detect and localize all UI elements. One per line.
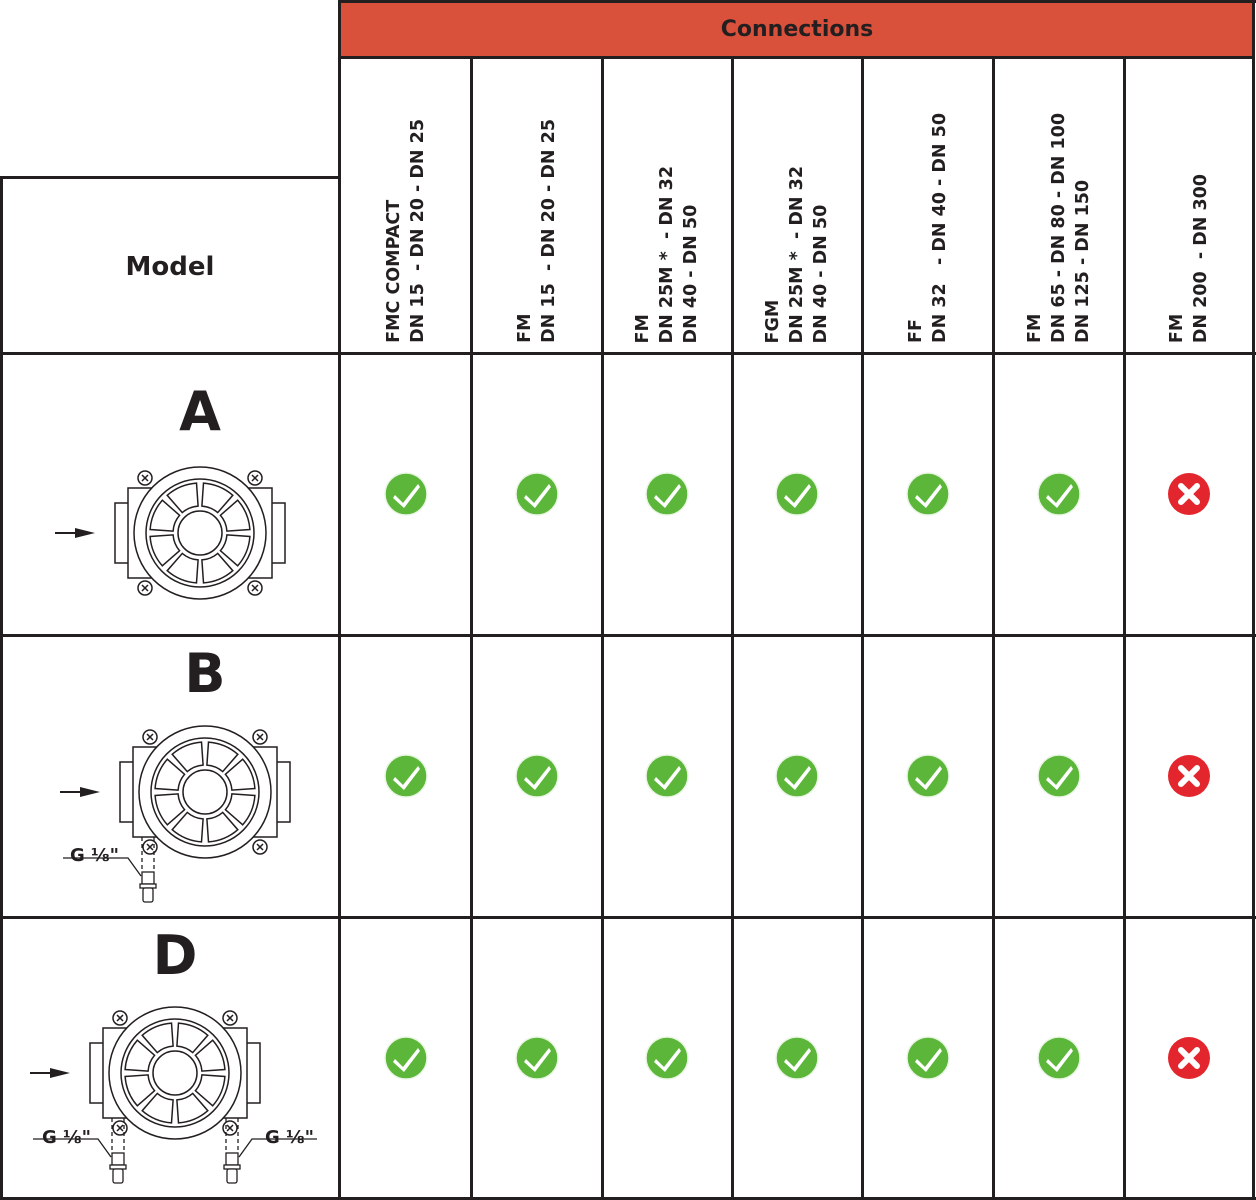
column-header-line: DN 32 - DN 40 - DN 50 [929,113,950,343]
column-header-line: DN 40 - DN 50 [681,204,701,343]
check-circle-icon [645,472,689,516]
column-header-line: DN 125 - DN 150 [1072,179,1093,343]
check-circle-icon [905,1035,950,1080]
check-circle-icon [905,754,950,798]
valve-drawings [30,466,317,1184]
model-letter: A [179,380,221,443]
column-header-line: DN 65 - DN 80 - DN 100 [1048,113,1069,343]
grid-line [470,56,473,1200]
grid-line [0,1197,1256,1200]
grid-line [0,176,3,1200]
check-circle-icon [1036,754,1081,798]
connections-header: Connections [340,2,1254,56]
flow-arrow-icon [55,528,95,538]
check-circle-icon [645,1035,689,1080]
check-circle-icon [383,472,428,516]
model-letter: B [184,642,226,705]
column-header-line: DN 25M * - DN 32 [657,165,677,343]
column-header-line: FM [633,313,653,343]
grid-line [601,56,604,1200]
grid-line [338,0,341,1200]
column-header-line: DN 15 - DN 20 - DN 25 [538,119,559,343]
column-header-line: DN 40 - DN 50 [811,204,831,343]
check-circle-icon [905,472,950,516]
check-circle-icon [775,472,819,516]
grid-line [340,56,1254,59]
grid-line [0,176,340,179]
model-letter: D [152,924,198,987]
fitting-label: G ⅛" [70,845,120,866]
column-header-line: DN 200 - DN 300 [1191,173,1211,343]
column-header-line: FF [905,319,926,343]
x-circle-icon [1167,1036,1211,1080]
valve-icon [114,466,286,600]
fitting-label: G ⅛" [265,1127,315,1148]
column-header-line: FM [514,313,535,343]
column-header-line: FMC COMPACT [383,200,404,343]
check-circle-icon [514,1035,559,1080]
fitting-label: G ⅛" [42,1127,92,1148]
column-header-line: FM [1024,313,1045,343]
grid-line [992,56,995,1200]
flow-arrow-icon [30,1068,70,1078]
check-circle-icon [775,1035,819,1080]
grid-line [1252,0,1255,1200]
grid-line [0,352,1256,355]
check-circle-icon [645,754,689,798]
grid-line [731,56,734,1200]
check-circle-icon [383,1035,428,1080]
column-header-line: FM [1167,313,1187,343]
fitting-icon [63,837,157,903]
check-circle-icon [775,754,819,798]
check-circle-icon [514,472,559,516]
check-circle-icon [1036,1035,1081,1080]
grid-line [1123,56,1126,1200]
x-circle-icon [1167,754,1211,798]
column-header-line: DN 15 - DN 20 - DN 25 [407,119,428,343]
column-header-line: FGM [763,299,783,343]
check-circle-icon [1036,472,1081,516]
x-circle-icon [1167,472,1211,516]
fitting-icon [33,1118,127,1184]
grid-line [861,56,864,1200]
valve-icon [119,725,291,859]
flow-arrow-icon [60,787,100,797]
grid-line [340,0,1256,3]
check-circle-icon [514,754,559,798]
column-header-line: DN 25M * - DN 32 [787,165,807,343]
grid-line [0,634,1256,637]
model-header: Model [125,251,215,282]
check-circle-icon [383,754,428,798]
valve-icon [89,1006,261,1140]
fitting-icon [223,1118,317,1184]
grid-line [0,916,1256,919]
